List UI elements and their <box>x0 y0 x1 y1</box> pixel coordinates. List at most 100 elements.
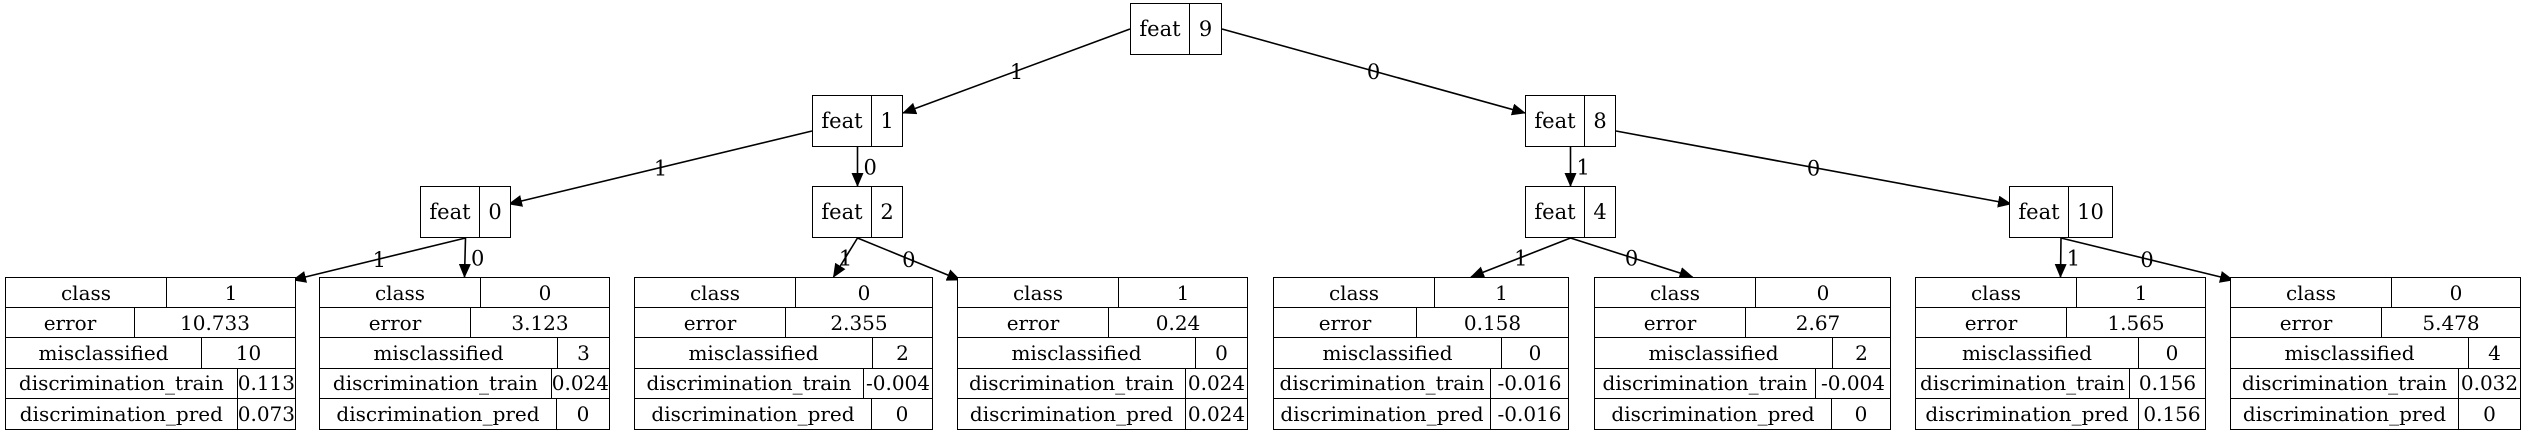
leaf-value: 0.024 <box>551 371 609 396</box>
split-node-feat-9: feat 9 <box>1130 3 1222 55</box>
edge-arrow <box>292 237 466 283</box>
node-key: feat <box>2010 187 2069 237</box>
edge-label: 0 <box>1807 157 1820 181</box>
leaf-key: misclassified <box>635 338 873 368</box>
edge-label: 1 <box>839 247 852 271</box>
leaf-value: 1.565 <box>2107 310 2165 335</box>
leaf-key: class <box>6 278 167 308</box>
edge-label: 0 <box>864 156 877 180</box>
leaf-key: misclassified <box>1595 338 1833 368</box>
leaf-key: error <box>2231 308 2382 338</box>
leaf-row-discrimination-pred: discrimination_pred 0 <box>320 398 609 429</box>
edge-label: 1 <box>2067 247 2080 271</box>
leaf-key: class <box>320 278 481 308</box>
leaf-value: 1 <box>2134 280 2148 305</box>
edge-label: 0 <box>1625 247 1638 271</box>
leaf-value: 0 <box>2449 280 2463 305</box>
edge-label: 1 <box>1010 60 1023 84</box>
node-value: 10 <box>2077 200 2104 224</box>
leaf-value: 3.123 <box>511 310 569 335</box>
edge-label: 1 <box>373 248 386 272</box>
edge-arrow <box>1615 130 2012 208</box>
leaf-key: discrimination_pred <box>6 398 238 429</box>
leaf-key: discrimination_pred <box>2231 398 2459 429</box>
leaf-key: discrimination_train <box>320 368 552 398</box>
edge-arrow <box>458 237 471 278</box>
node-value: 2 <box>880 200 894 224</box>
leaf-key: error <box>958 308 1109 338</box>
leaf-key: error <box>320 308 471 338</box>
leaf-key: error <box>6 308 135 338</box>
leaf-key: discrimination_train <box>1274 368 1491 398</box>
leaf-key: discrimination_train <box>6 368 238 398</box>
leaf-row-discrimination-train: discrimination_train-0.004 <box>635 368 932 399</box>
leaf-value: 0 <box>1528 340 1542 365</box>
leaf-row-misclassified: misclassified 0 <box>1916 338 2205 369</box>
leaf-value: 0 <box>576 401 590 426</box>
split-node-feat-1: feat 1 <box>812 95 903 147</box>
leaf-value: 0 <box>538 280 552 305</box>
leaf-key: error <box>1916 308 2067 338</box>
split-node-feat-10: feat 10 <box>2009 186 2113 238</box>
split-node-feat-0: feat 0 <box>420 186 511 238</box>
node-key: feat <box>813 96 872 146</box>
leaf-row-discrimination-pred: discrimination_pred-0.016 <box>1274 398 1568 429</box>
edge-arrow <box>2060 237 2234 283</box>
leaf-key: class <box>635 278 796 308</box>
leaf-key: class <box>1595 278 1756 308</box>
leaf-value: 0.024 <box>1187 371 1246 396</box>
leaf-key: misclassified <box>1916 338 2139 368</box>
split-node-feat-2: feat 2 <box>812 186 903 238</box>
edge-label: 0 <box>471 247 484 271</box>
leaf-value: 0.113 <box>237 371 295 396</box>
leaf-key: misclassified <box>6 338 202 368</box>
node-key: feat <box>1526 187 1585 237</box>
leaf-key: discrimination_train <box>1595 368 1816 398</box>
leaf-row-class: class 0 <box>320 278 609 309</box>
node-key: feat <box>1526 96 1585 146</box>
leaf-key: error <box>1274 308 1417 338</box>
edge-label: 1 <box>1577 156 1590 180</box>
leaf-row-discrimination-train: discrimination_train-0.004 <box>1595 368 1890 399</box>
edge-label: 1 <box>654 157 667 181</box>
leaf-row-discrimination-train: discrimination_train-0.016 <box>1274 368 1568 399</box>
edge-arrow <box>902 28 1131 115</box>
leaf-value: 0 <box>1816 280 1830 305</box>
edge-arrow <box>508 130 813 207</box>
node-value: 1 <box>880 109 894 133</box>
leaf-key: discrimination_pred <box>1274 398 1491 429</box>
leaf-key: class <box>958 278 1119 308</box>
edge-arrow <box>1470 237 1571 278</box>
edge-label: 0 <box>902 248 915 272</box>
leaf-key: discrimination_pred <box>320 398 557 429</box>
leaf-value: 0.024 <box>1187 401 1246 426</box>
node-value: 8 <box>1593 109 1607 133</box>
edge-label: 0 <box>2140 248 2153 272</box>
leaf-row-error: error 1.565 <box>1916 308 2205 339</box>
leaf-value: 2.67 <box>1795 310 1841 335</box>
leaf-value: 0 <box>2165 340 2179 365</box>
